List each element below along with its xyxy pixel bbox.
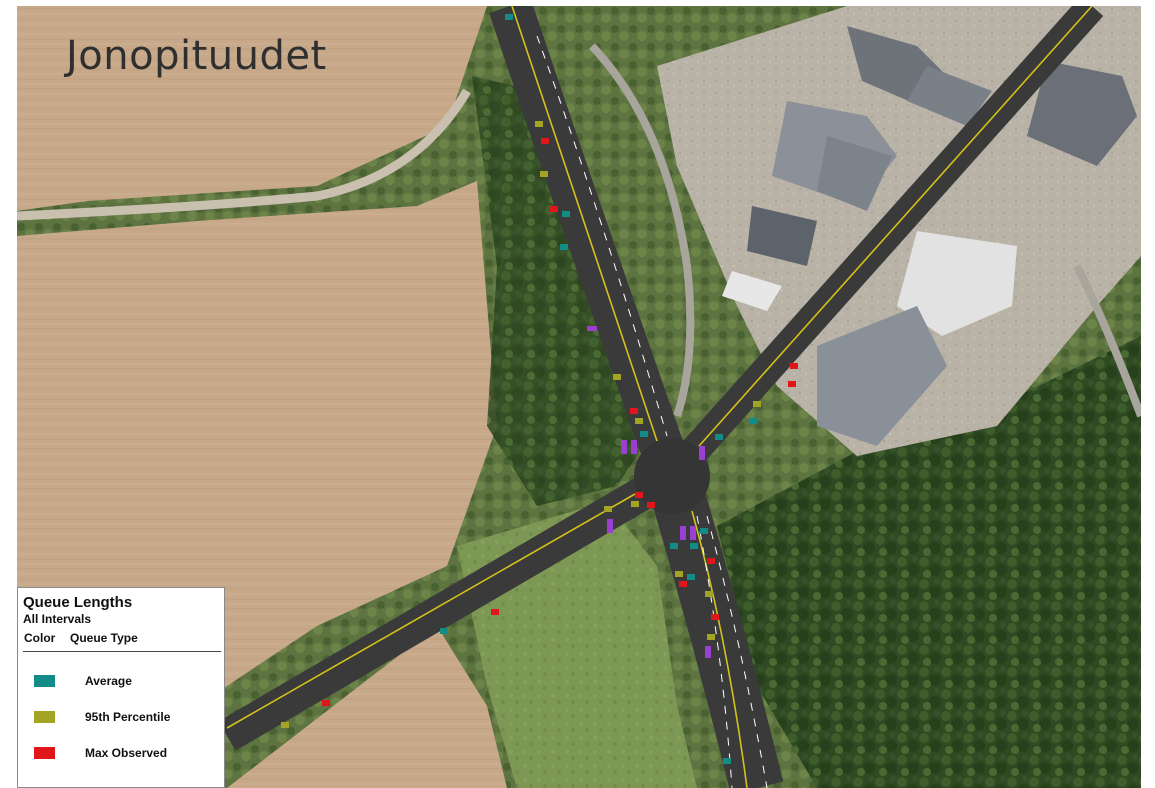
tree-belt	[472, 76, 657, 506]
legend-swatch-average	[34, 675, 55, 687]
forest	[717, 336, 1141, 788]
map-title: Jonopituudet	[66, 33, 327, 79]
legend-item-max: Max Observed	[23, 744, 220, 762]
legend-col-color: Color	[24, 631, 56, 645]
legend-col-type: Queue Type	[70, 631, 138, 645]
legend-label-max: Max Observed	[85, 746, 168, 760]
legend-label-average: Average	[85, 674, 132, 688]
legend-swatch-95th	[34, 711, 55, 723]
legend-header: Color Queue Type	[23, 631, 221, 652]
queue-legend: Queue Lengths All Intervals Color Queue …	[17, 587, 225, 788]
legend-subtitle: All Intervals	[23, 612, 92, 626]
legend-item-95th: 95th Percentile	[23, 708, 220, 726]
service-road-east	[1073, 264, 1141, 418]
aerial-map[interactable]	[17, 6, 1141, 788]
road-network	[218, 6, 1104, 788]
buildings	[722, 26, 1137, 446]
field-southwest	[227, 626, 507, 788]
service-road	[589, 43, 695, 418]
legend-rows: Average 95th Percentile Max Observed	[23, 672, 220, 762]
legend-label-95th: 95th Percentile	[85, 710, 171, 724]
legend-item-average: Average	[23, 672, 220, 690]
farm-track	[17, 88, 471, 221]
queue-markers	[281, 14, 798, 764]
legend-title: Queue Lengths	[23, 594, 133, 611]
legend-swatch-max	[34, 747, 55, 759]
field-north	[17, 6, 487, 211]
